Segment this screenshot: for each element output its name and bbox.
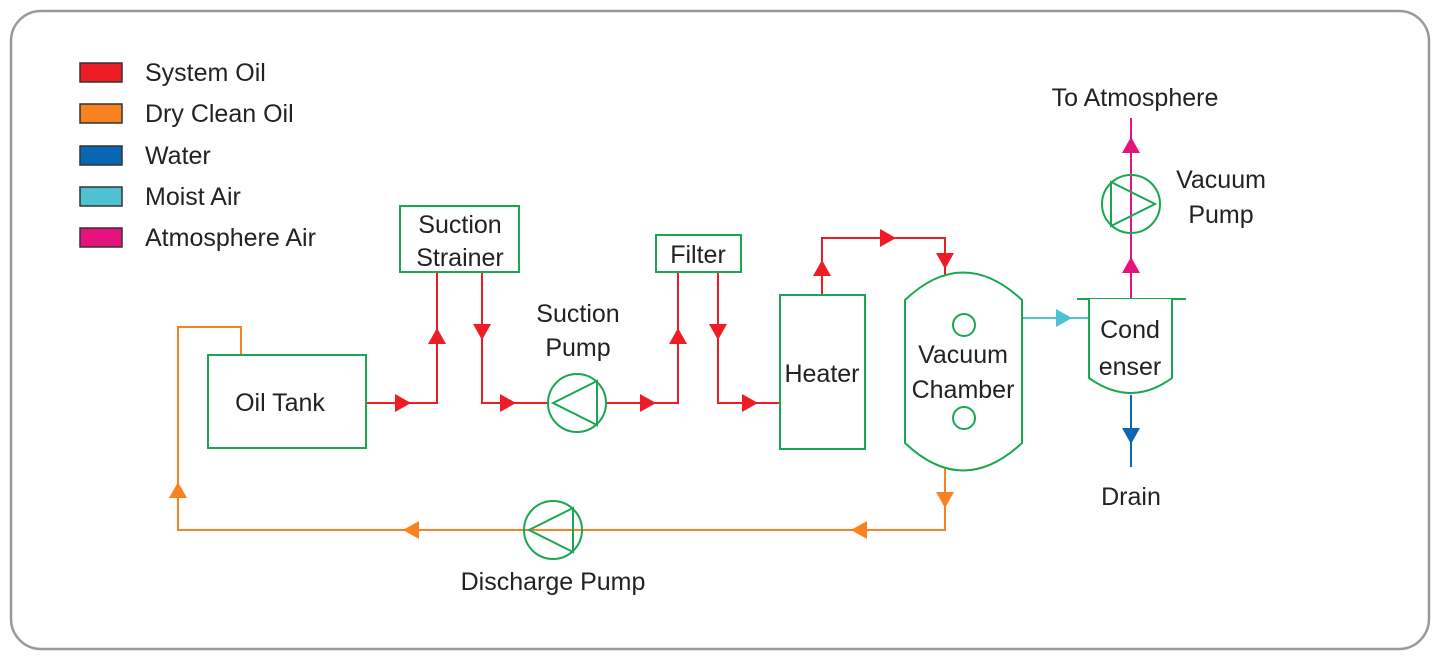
oil-tank-label: Oil Tank [235,389,325,417]
condenser: Cond enser [1077,298,1186,394]
pump-triangle-icon [550,379,598,427]
legend-swatch-moist-air [79,186,123,207]
legend-swatch-dry-clean-oil [79,103,123,124]
pump-circle-icon [1101,174,1161,234]
pump-circle-icon [523,500,583,560]
arrow-down-icon [1122,428,1140,444]
chamber-port-icon [952,406,976,430]
to-atmosphere-label: To Atmosphere [1052,84,1219,112]
suction-pump-label-line1: Suction [536,300,619,328]
suction-pump: Suction Pump [536,300,620,433]
legend-label-atmosphere-air: Atmosphere Air [145,224,316,252]
atmosphere-air-line [1122,118,1140,299]
arrow-left-icon [851,521,867,539]
arrow-down-icon [936,492,954,508]
arrow-right-icon [640,394,656,412]
dry-clean-oil-line [177,326,946,531]
arrow-down-icon [936,253,954,269]
system-oil-arrows [395,229,954,412]
legend-swatch-atmosphere-air [79,227,123,248]
pump-triangle-icon [526,506,574,554]
arrow-up-icon [428,328,446,344]
legend-label-system-oil: System Oil [145,59,266,87]
dry-clean-oil-arrows [169,482,954,539]
legend-swatch-water [79,145,123,166]
filter: Filter [655,234,742,273]
suction-strainer-label-line1: Suction [418,211,501,239]
condenser-label-line1: Cond [1100,316,1160,344]
legend-swatch-system-oil [79,62,123,83]
arrow-left-icon [403,521,419,539]
vacuum-chamber-label-line2: Chamber [912,376,1015,404]
pump-circle-icon [547,373,607,433]
vacuum-pump: Vacuum Pump [1101,166,1266,234]
legend: System Oil Dry Clean Oil Water Moist Air… [79,59,316,252]
suction-strainer-label-line2: Strainer [416,244,504,272]
arrow-right-icon [500,394,516,412]
discharge-pump: Discharge Pump [461,500,646,596]
legend-label-water: Water [145,142,211,170]
discharge-pump-label: Discharge Pump [461,568,646,596]
arrow-down-icon [473,324,491,340]
pump-triangle-icon [1110,180,1158,228]
arrow-up-icon [1122,257,1140,273]
vacuum-chamber: Vacuum Chamber [904,271,1023,472]
vacuum-pump-label-line2: Pump [1188,201,1253,229]
arrow-right-icon [742,394,758,412]
arrow-up-icon [813,260,831,276]
legend-label-dry-clean-oil: Dry Clean Oil [145,100,294,128]
arrow-right-icon [395,394,411,412]
moist-air-line [1022,309,1089,327]
vacuum-chamber-label-line1: Vacuum [918,341,1008,369]
vacuum-pump-label-line1: Vacuum [1176,166,1266,194]
arrow-up-icon [169,482,187,498]
heater: Heater [779,294,866,450]
heater-label: Heater [784,360,859,388]
arrow-right-icon [1056,309,1072,327]
legend-label-moist-air: Moist Air [145,183,241,211]
arrow-up-icon [1122,137,1140,153]
water-line [1122,395,1140,467]
oil-tank: Oil Tank [207,354,367,449]
arrow-down-icon [709,324,727,340]
suction-pump-label-line2: Pump [545,334,610,362]
chamber-port-icon [952,313,976,337]
condenser-label-line2: enser [1099,353,1162,381]
arrow-right-icon [880,229,896,247]
filter-label: Filter [670,241,726,269]
arrow-up-icon [669,328,687,344]
drain-label: Drain [1101,483,1161,511]
suction-strainer: Suction Strainer [399,205,520,273]
